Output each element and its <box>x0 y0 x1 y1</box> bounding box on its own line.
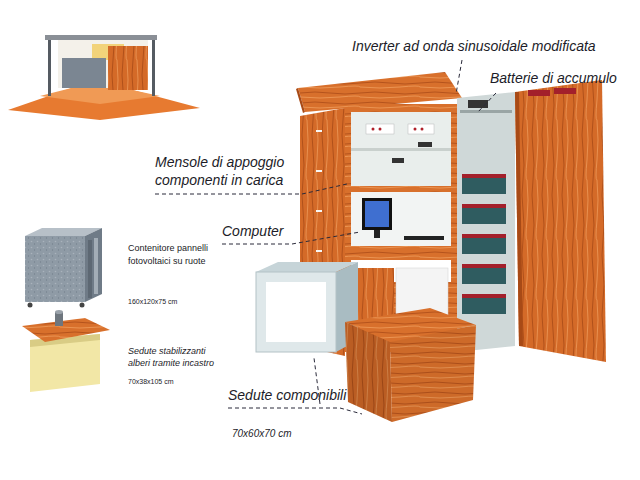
battery-boxes-part <box>462 174 506 178</box>
battery-boxes <box>462 174 506 314</box>
pv-container-part <box>28 303 33 308</box>
cabinet-part <box>414 128 417 131</box>
battery-boxes-part <box>462 296 506 314</box>
cabinet-part <box>528 90 550 96</box>
stabilising-seat-part <box>55 312 63 326</box>
stabilising-seat-part <box>55 310 63 314</box>
cabinet-part <box>379 128 382 131</box>
cabinet-part-part <box>316 210 322 212</box>
cabinet-part <box>366 124 394 134</box>
white-seat-part <box>266 282 326 342</box>
cabinet-part-part <box>316 130 322 132</box>
cabinet-part <box>362 198 392 230</box>
cabinet-part <box>404 236 444 240</box>
pv-container-part <box>94 238 98 294</box>
battery-boxes-part <box>462 266 506 284</box>
cabinet-part <box>457 92 515 352</box>
wood-seat <box>345 308 476 422</box>
part-label: Inverter ad onda sinusoidale modificata <box>352 38 596 55</box>
cabinet-part <box>515 80 606 362</box>
battery-boxes-part <box>462 234 506 238</box>
battery-boxes-part <box>462 294 506 298</box>
pv-container <box>25 228 102 308</box>
battery-boxes-part <box>462 206 506 224</box>
cabinet-part <box>372 128 375 131</box>
cabinet-part-part <box>316 250 322 252</box>
pavilion-thumbnail <box>8 35 200 120</box>
cabinet-part <box>365 201 389 227</box>
stabilising-seat <box>22 310 110 392</box>
wood-seat-part <box>390 325 476 422</box>
pavilion-thumbnail-part <box>62 58 106 88</box>
cabinet-part-part <box>316 170 322 172</box>
cabinet-part <box>351 192 451 246</box>
pv-container-part <box>80 303 85 308</box>
battery-boxes-part <box>462 236 506 254</box>
leader-line <box>456 60 462 94</box>
part-label: Mensole di appoggio componenti in carica <box>155 153 315 189</box>
cabinet-part <box>418 142 432 147</box>
cabinet-part <box>348 246 454 258</box>
cabinet-part <box>298 72 462 112</box>
battery-boxes-part <box>462 264 506 268</box>
cabinet-part <box>374 230 380 238</box>
battery-boxes-part <box>462 176 506 194</box>
dimension-label: 160x120x75 cm <box>128 298 177 306</box>
cabinet-part <box>392 158 404 163</box>
cabinet-part <box>421 128 424 131</box>
pavilion-thumbnail-part <box>45 35 157 40</box>
cabinet-part <box>351 148 451 151</box>
wood-seat-part <box>390 325 476 422</box>
leader-line <box>478 93 496 112</box>
leader-line <box>228 408 362 414</box>
pv-container-part <box>88 240 92 298</box>
cabinet-part <box>296 88 305 113</box>
wood-seat-part <box>345 322 392 422</box>
cabinet-part <box>515 92 523 346</box>
wood-seat-part <box>345 322 392 422</box>
dimension-label: 70x38x105 cm <box>128 378 174 386</box>
part-label: Sedute componibili <box>228 387 346 404</box>
pavilion-thumbnail-part <box>48 40 51 96</box>
pavilion-thumbnail-part <box>152 40 155 96</box>
dimension-label: 70x60x70 cm <box>232 428 291 440</box>
white-seat-part <box>256 272 336 352</box>
pv-container-part <box>25 236 85 302</box>
stabilising-seat-part <box>22 318 110 342</box>
cabinet-part <box>351 112 451 186</box>
white-seat <box>256 262 358 352</box>
cabinet-part <box>408 124 434 134</box>
stabilising-seat-part <box>30 334 100 392</box>
pv-container-part <box>85 228 102 302</box>
pavilion-thumbnail-part <box>108 46 148 90</box>
cabinet <box>296 72 606 362</box>
part-label: Computer <box>222 223 283 240</box>
part-label: Contenitore pannelli fotovoltaici su ruo… <box>128 242 228 268</box>
cabinet-part <box>554 88 576 94</box>
part-label: Sedute stabilizzanti alberi tramite inca… <box>128 345 228 369</box>
part-label: Batterie di accumulo <box>490 70 617 87</box>
battery-boxes-part <box>462 204 506 208</box>
cabinet-part <box>460 110 512 113</box>
